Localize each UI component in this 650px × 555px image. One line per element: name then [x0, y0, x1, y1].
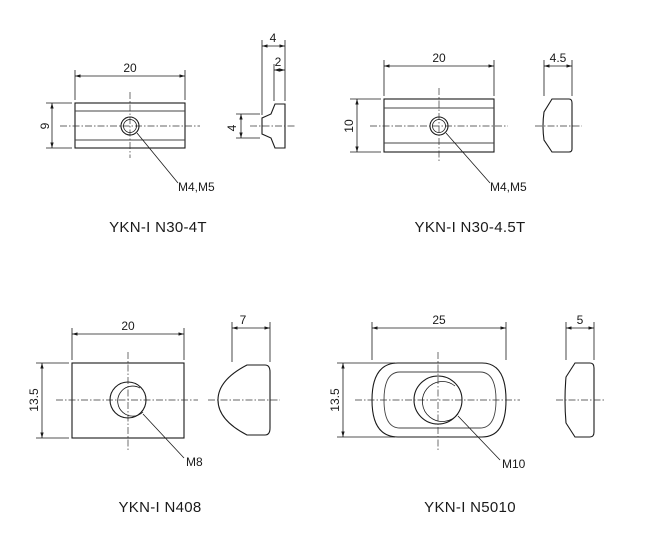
- n30-4t-front-view: [60, 92, 200, 158]
- n5010-front-view: [355, 352, 520, 450]
- n30-45t-side-total-label: 4.5: [550, 51, 567, 65]
- n30-4t-thread-label: M4,M5: [178, 180, 215, 194]
- n30-45t-height-label: 10: [342, 119, 356, 133]
- n30-4t-side-view: [250, 103, 296, 149]
- n5010-side-total-label: 5: [577, 313, 584, 327]
- n30-4t-width-dimension: 20: [74, 61, 186, 100]
- n30-45t-side-dimension: 4.5: [543, 51, 573, 96]
- n30-4t-height-label: 9: [38, 122, 52, 129]
- n30-4t-thread-leader: M4,M5: [136, 132, 215, 194]
- n408-side-view: [208, 364, 280, 436]
- n30-45t-caption: YKN-I N30-4.5T: [415, 219, 526, 236]
- n5010-thread-leader: M10: [457, 415, 526, 471]
- n30-4t-side-step-label: 2: [275, 55, 282, 69]
- n5010-side-view: [556, 362, 604, 438]
- n30-45t-side-view: [535, 98, 582, 153]
- part-n5010: 25 13.5 M10 5 YKN-I N5010: [328, 313, 604, 516]
- n5010-caption: YKN-I N5010: [424, 499, 516, 516]
- part-n408: 20 13.5 M8 7 YKN-I N408: [27, 313, 280, 516]
- part-n30-45t: 20 10 M4,M5 4.5 YKN-I N30-4.5T: [342, 51, 582, 236]
- n30-4t-side-total-label: 4: [270, 31, 277, 45]
- n30-4t-caption: YKN-I N30-4T: [109, 219, 207, 236]
- n30-4t-side-dimensions: 4 2 4: [225, 31, 286, 139]
- n408-height-label: 13.5: [27, 388, 41, 412]
- n5010-side-dimension: 5: [565, 313, 595, 360]
- n5010-width-dimension: 25: [371, 313, 507, 360]
- part-n30-4t: 20 9 M4,M5 4 2 4 YKN-I: [38, 31, 296, 236]
- n408-thread-leader: M8: [142, 413, 203, 469]
- n408-side-dimension: 7: [231, 313, 271, 362]
- n408-width-dimension: 20: [71, 319, 185, 360]
- n30-45t-width-label: 20: [432, 51, 446, 65]
- n5010-height-label: 13.5: [328, 388, 342, 412]
- n30-4t-height-dimension: 9: [38, 102, 72, 149]
- n408-width-label: 20: [121, 319, 135, 333]
- n30-4t-width-label: 20: [123, 61, 137, 75]
- n30-45t-thread-leader: M4,M5: [445, 132, 527, 194]
- n408-caption: YKN-I N408: [118, 499, 201, 516]
- n408-thread-label: M8: [186, 455, 203, 469]
- n5010-width-label: 25: [432, 313, 446, 327]
- n30-45t-front-view: [370, 88, 508, 162]
- n30-4t-side-height-label: 4: [225, 124, 239, 131]
- n30-45t-height-dimension: 10: [342, 98, 381, 153]
- n30-45t-width-dimension: 20: [383, 51, 495, 96]
- n408-side-total-label: 7: [240, 313, 247, 327]
- n30-45t-thread-label: M4,M5: [490, 180, 527, 194]
- n408-front-view: [56, 352, 198, 450]
- n5010-thread-label: M10: [502, 457, 526, 471]
- n408-height-dimension: 13.5: [27, 362, 69, 439]
- n5010-height-dimension: 13.5: [328, 362, 395, 438]
